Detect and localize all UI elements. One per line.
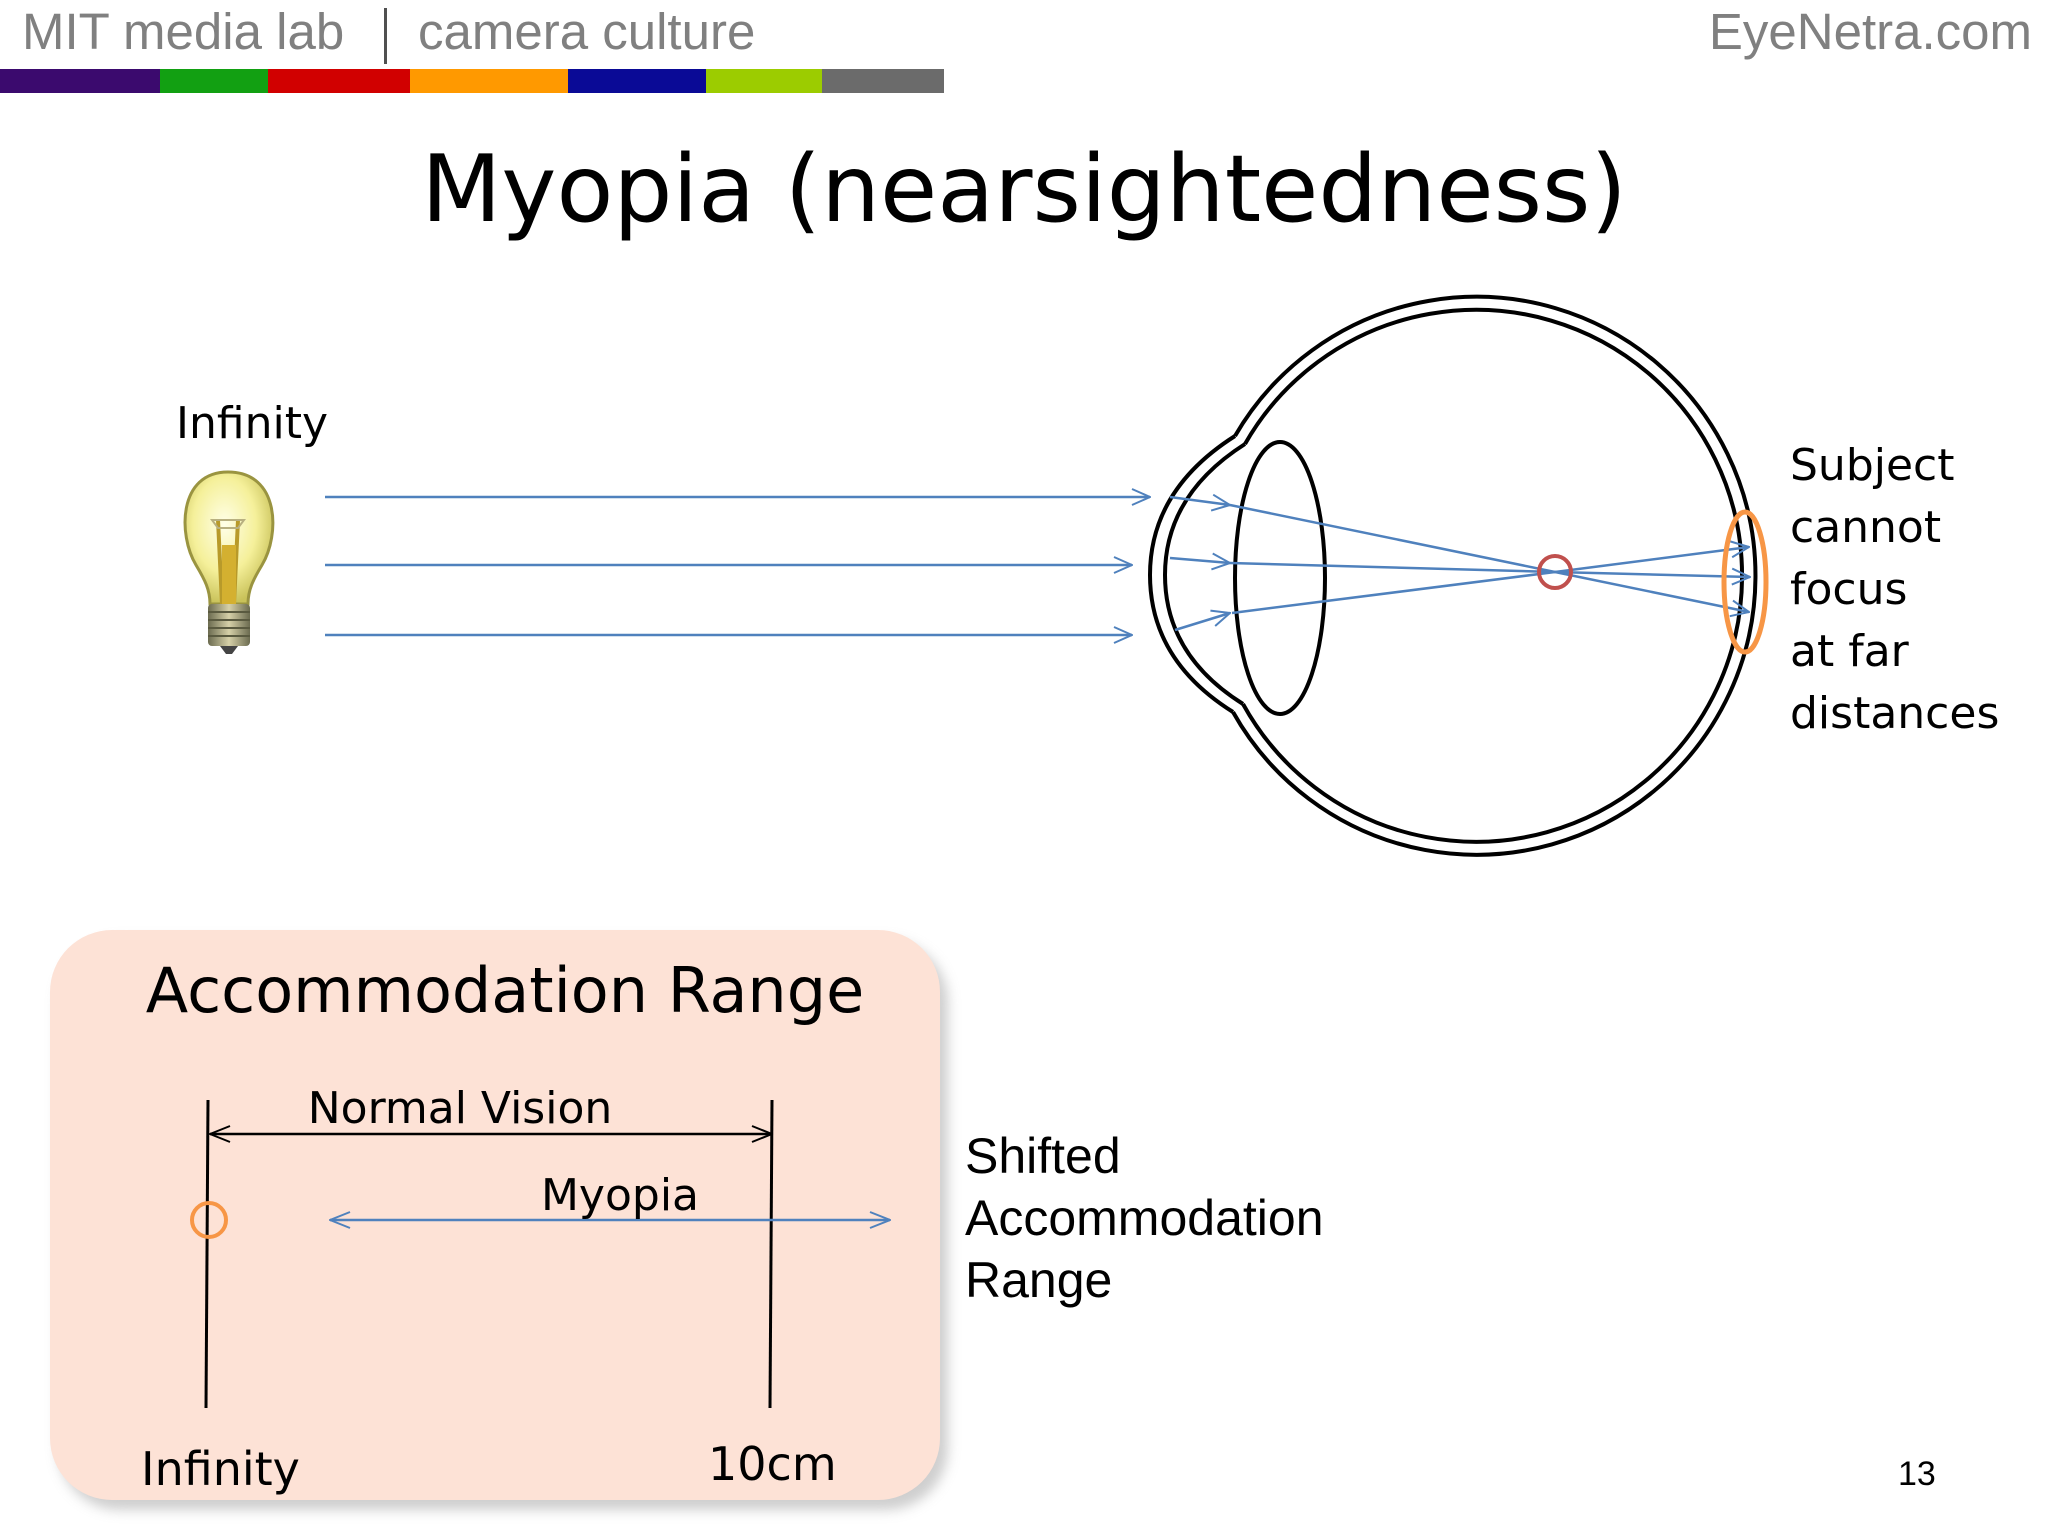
header-separator bbox=[384, 8, 387, 64]
near-axis-line bbox=[768, 1099, 774, 1409]
color-bar-segment bbox=[268, 69, 410, 93]
header-color-bar bbox=[0, 69, 944, 93]
myopia-label: Myopia bbox=[541, 1170, 699, 1221]
refracted-rays bbox=[1229, 503, 1750, 613]
infinity-focus-marker bbox=[190, 1201, 228, 1239]
color-bar-segment bbox=[822, 69, 944, 93]
light-bulb-icon bbox=[183, 470, 275, 654]
normal-vision-label: Normal Vision bbox=[308, 1083, 613, 1134]
source-label: Infinity bbox=[176, 398, 328, 449]
ten-cm-axis-label: 10cm bbox=[708, 1437, 837, 1491]
color-bar-segment bbox=[410, 69, 568, 93]
header-group-label: camera culture bbox=[418, 3, 756, 60]
eye-caption: Subject cannot focus at far distances bbox=[1790, 440, 1999, 739]
color-bar-segment bbox=[0, 69, 160, 93]
color-bar-segment bbox=[568, 69, 706, 93]
slide-title: Myopia (nearsightedness) bbox=[421, 135, 1627, 243]
cornea-rays bbox=[1169, 497, 1230, 632]
color-bar-segment bbox=[706, 69, 822, 93]
shifted-range-note: Shifted Accommodation Range bbox=[965, 1128, 1337, 1308]
accommodation-title: Accommodation Range bbox=[146, 954, 864, 1027]
infinity-axis-label: Infinity bbox=[141, 1442, 300, 1496]
retina-blur-marker bbox=[1721, 509, 1769, 655]
focal-point-marker bbox=[1537, 554, 1573, 590]
page-number: 13 bbox=[1898, 1455, 1936, 1493]
header-site-link[interactable]: EyeNetra.com bbox=[1708, 3, 2032, 60]
color-bar-segment bbox=[160, 69, 268, 93]
header-org-label: MIT media lab bbox=[22, 3, 345, 60]
incoming-rays bbox=[325, 497, 1150, 635]
infinity-axis-line bbox=[204, 1099, 210, 1409]
